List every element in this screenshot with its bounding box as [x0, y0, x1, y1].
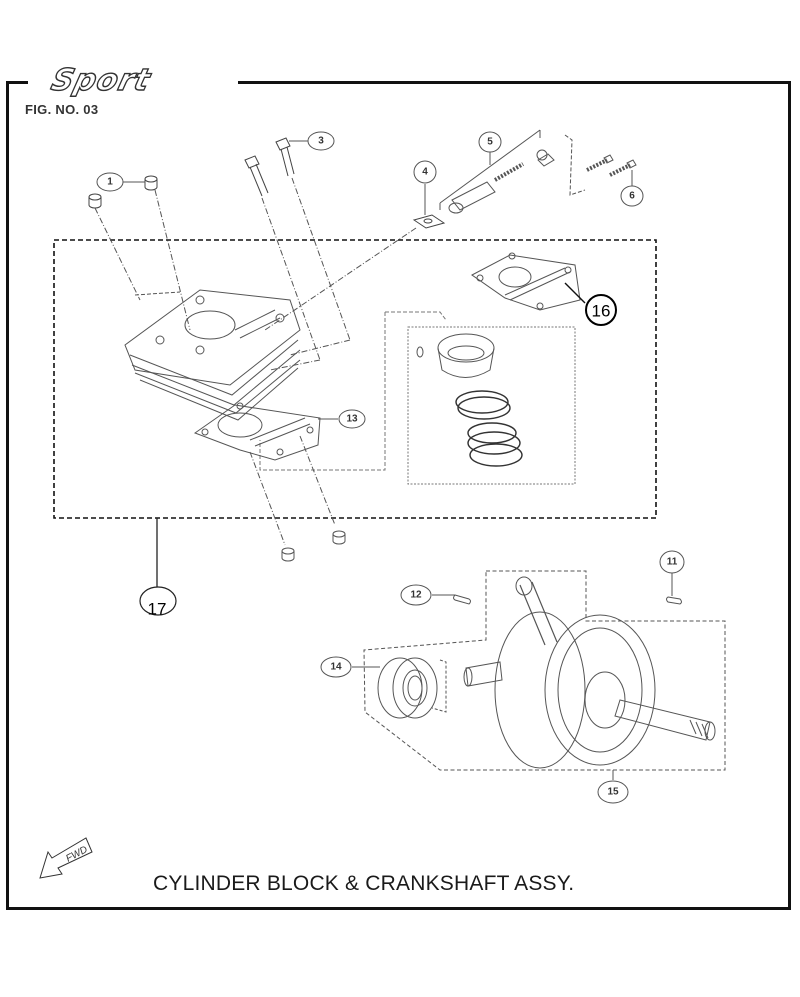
- figure-caption: CYLINDER BLOCK & CRANKSHAFT ASSY.: [153, 872, 575, 895]
- kit-17-boundary: [53, 239, 657, 519]
- callout-number: 17: [148, 600, 167, 619]
- key-icon: [453, 594, 471, 605]
- callout-number: 4: [422, 167, 428, 178]
- crankshaft-icon: [463, 576, 716, 769]
- callout-number: 1: [107, 177, 113, 188]
- callout-6: 6: [620, 185, 644, 207]
- callout-11: 11: [659, 550, 685, 574]
- figure-number: FIG. NO. 03: [25, 102, 99, 117]
- tensioner-bolt-icon: [586, 154, 637, 177]
- callout-15: 15: [597, 780, 629, 804]
- bearing-icon: [377, 657, 438, 719]
- piston-icon: [416, 333, 495, 378]
- bolt-icon: [244, 137, 295, 197]
- frame-gap: [28, 70, 238, 90]
- forward-arrow-icon: [39, 837, 93, 879]
- callout-14: 14: [320, 656, 352, 678]
- callout-5: 5: [478, 131, 502, 153]
- callout-13: 13: [338, 409, 366, 429]
- callout-number: 13: [346, 414, 358, 425]
- callout-17: 17: [139, 586, 177, 619]
- callout-number: 12: [410, 590, 422, 601]
- cylinder-block-icon: [124, 289, 301, 421]
- base-gasket-icon: [193, 402, 321, 461]
- callout-number: 15: [607, 787, 619, 798]
- piston-kit-bracket: [259, 311, 447, 471]
- dowel-pin-icon: [88, 175, 158, 209]
- tensioner-gasket-icon: [412, 214, 446, 229]
- callout-4: 4: [413, 160, 437, 184]
- forward-label: FWD: [64, 844, 89, 864]
- callout-12: 12: [400, 584, 432, 606]
- callout-3: 3: [307, 131, 335, 151]
- callout-number: 5: [487, 137, 493, 148]
- key-icon: [666, 596, 682, 605]
- piston-ring-icon: [455, 390, 523, 467]
- callout-number: 16: [592, 302, 611, 321]
- callout-1: 1: [96, 172, 124, 192]
- diagram-frame: [6, 81, 791, 910]
- crankshaft-boundary: [363, 570, 726, 771]
- callout-number: 11: [667, 557, 678, 568]
- tensioner-icon: [439, 129, 555, 214]
- callout-number: 14: [330, 662, 342, 673]
- piston-kit-boundary: [407, 326, 576, 485]
- callout-16: 16: [585, 294, 617, 326]
- callout-number: 6: [629, 191, 635, 202]
- callout-number: 3: [318, 136, 324, 147]
- head-gasket-icon: [471, 252, 581, 311]
- dowel-pin-icon: [281, 530, 346, 562]
